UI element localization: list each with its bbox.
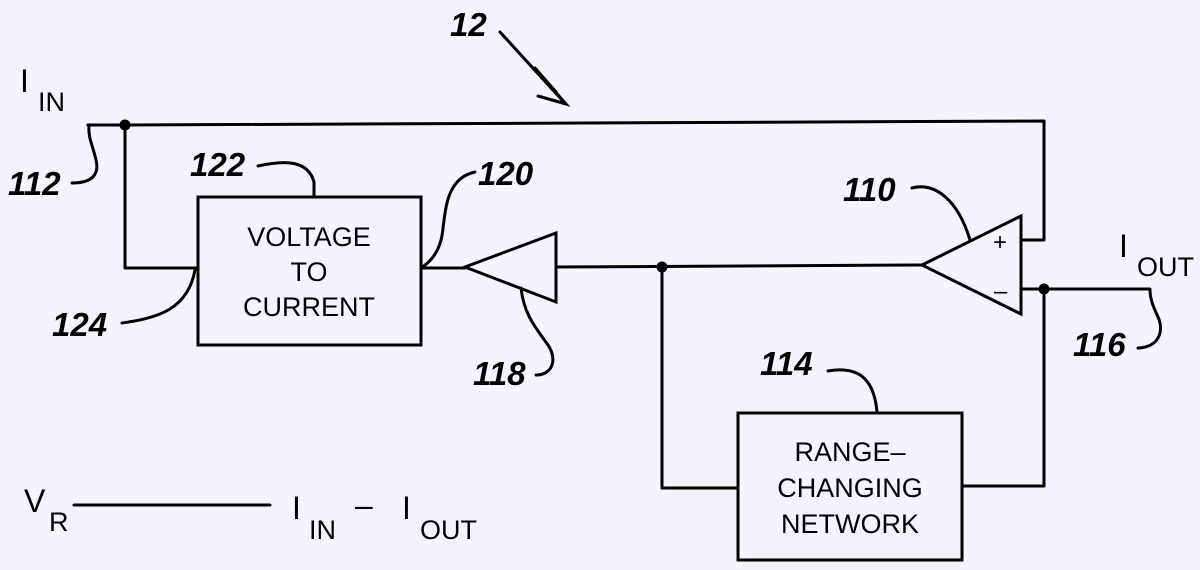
junction-input — [119, 119, 131, 131]
v2c-label-line1: VOLTAGE — [247, 222, 371, 252]
iout-main: I — [1119, 228, 1128, 264]
v2c-label-line3: CURRENT — [243, 292, 375, 322]
vr-relation-legend: V R I IN – I OUT — [24, 483, 477, 545]
junction-output — [1038, 283, 1050, 295]
ref-12-text: 12 — [450, 6, 487, 43]
legend-i1-main: I — [292, 490, 301, 526]
iin-signal-label: I IN — [20, 63, 65, 117]
legend-vr-main: V — [24, 483, 46, 519]
iout-sub: OUT — [1137, 252, 1194, 282]
legend-i1-sub: IN — [309, 515, 336, 545]
reference-124: 124 — [52, 268, 197, 343]
buffer-to-opamp-wire — [554, 263, 924, 269]
reference-110: 110 — [843, 171, 972, 242]
legend-i2-sub: OUT — [420, 515, 477, 545]
range-label-line2: CHANGING — [777, 473, 923, 503]
ref-118-text: 118 — [473, 355, 526, 392]
opamp-minus-label: – — [994, 278, 1008, 305]
range-label-line3: NETWORK — [781, 509, 919, 539]
top-feedback-wire — [123, 119, 1046, 242]
reference-120: 120 — [419, 155, 534, 270]
ref-122-text: 122 — [190, 146, 246, 183]
ref-124-text: 124 — [52, 306, 107, 343]
legend-vr-sub: R — [49, 507, 69, 537]
range-left-wire — [660, 265, 740, 490]
iin-sub: IN — [38, 87, 65, 117]
ref-112-text: 112 — [8, 165, 61, 202]
voltage-to-current-block: VOLTAGE TO CURRENT — [196, 195, 423, 347]
range-label-line1: RANGE– — [794, 437, 905, 467]
range-changing-network-block: RANGE– CHANGING NETWORK — [736, 411, 964, 562]
range-right-wire — [960, 287, 1046, 488]
buffer-amplifier — [460, 230, 558, 305]
reference-116: 116 — [1073, 288, 1162, 363]
wires — [86, 119, 1152, 490]
reference-118: 118 — [473, 286, 555, 392]
junction-buffer-out — [656, 261, 668, 273]
ref-114-text: 114 — [760, 345, 813, 382]
ref-110-text: 110 — [843, 171, 896, 208]
reference-122: 122 — [190, 146, 316, 199]
ref-116-text: 116 — [1073, 326, 1126, 363]
legend-minus: – — [355, 487, 373, 523]
v2c-label-line2: TO — [290, 257, 327, 287]
reference-12: 12 — [450, 6, 571, 107]
opamp-plus-label: + — [993, 229, 1007, 256]
op-amp: + – — [918, 213, 1023, 317]
input-to-v2c-wire — [123, 123, 200, 270]
reference-114: 114 — [760, 345, 879, 414]
ref-120-text: 120 — [478, 155, 534, 192]
reference-112: 112 — [8, 124, 99, 202]
iout-signal-label: I OUT — [1119, 228, 1194, 282]
legend-i2-main: I — [402, 490, 411, 526]
iin-main: I — [20, 63, 29, 99]
